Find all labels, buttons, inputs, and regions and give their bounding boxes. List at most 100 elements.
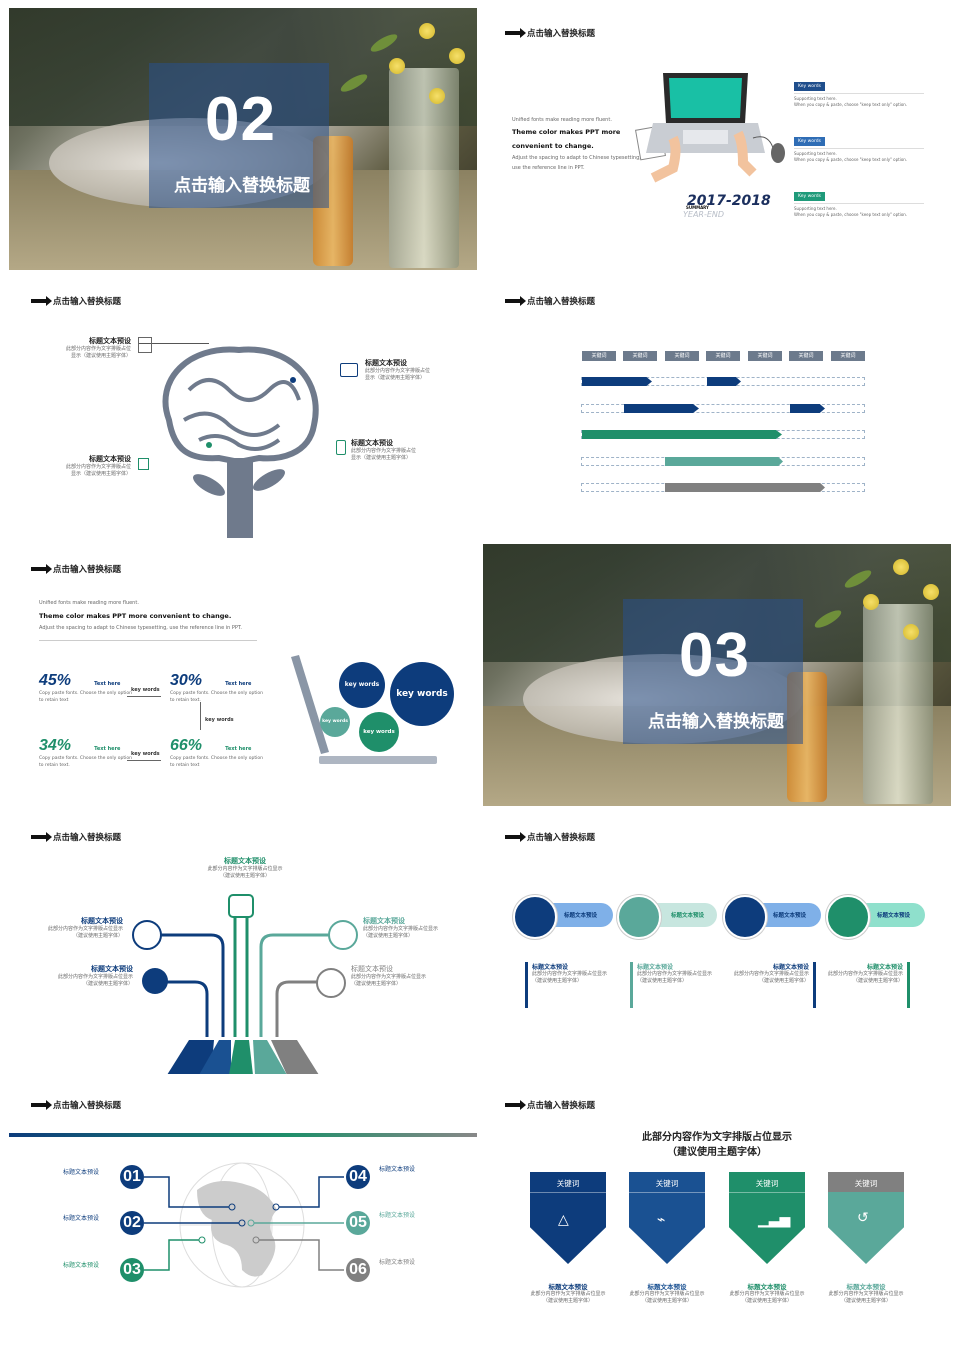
chip-7: 关键词 <box>831 351 865 361</box>
slide-heading: 点击输入替换标题 <box>505 27 595 39</box>
flow-arrow-c <box>127 760 161 761</box>
globe-connectors <box>144 1176 344 1271</box>
intro-line-2: Theme color makes PPT more convenient to… <box>39 612 232 620</box>
chart-icon: ⌁ <box>657 1212 666 1228</box>
slide-stats[interactable]: 点击输入替换标题 Unified fonts make reading more… <box>9 544 477 806</box>
kw-1-b2: When you copy & paste, choose "keep text… <box>794 102 908 107</box>
icon-circle-4 <box>316 968 346 998</box>
pill-3-label: 标题文本预设 <box>773 913 807 919</box>
title-overlay <box>623 599 803 744</box>
pill-1-label: 标题文本预设 <box>564 913 598 919</box>
arrow-icon <box>505 832 526 842</box>
slide-cards[interactable]: 点击输入替换标题 此部分内容作为文字排版占位显示 （建议使用主题字体） 关键词 … <box>483 1080 951 1342</box>
gantt-bar <box>624 404 699 413</box>
tree-lines <box>155 894 329 1074</box>
slide-heading: 点击输入替换标题 <box>31 1099 121 1111</box>
brain-line-1 <box>139 343 209 344</box>
label-05: 标题文本预设 <box>379 1212 416 1219</box>
chip-1: 关键词 <box>582 351 616 361</box>
bubble-2: key words <box>390 662 454 726</box>
right-item-2: 标题文本预设 此部分内容作为文字排版占位显示（建议使用主题字体） <box>351 965 427 987</box>
pill-2-label: 标题文本预设 <box>671 913 705 919</box>
heading-line-2: （建议使用主题字体） <box>667 1147 767 1158</box>
slide-heading: 点击输入替换标题 <box>505 295 595 307</box>
slide-laptop[interactable]: 点击输入替换标题 Unified fonts make reading more… <box>483 8 951 270</box>
card-1-text: 标题文本预设 此部分内容作为文字排版占位显示（建议使用主题字体） <box>530 1283 606 1304</box>
item-2: 标题文本预设 此部分内容作为文字排版占位显示（建议使用主题字体） <box>630 962 727 1008</box>
stat-4: 66% Text here Copy paste fonts. Choose t… <box>170 737 263 768</box>
bubble-3: key words <box>320 707 350 737</box>
kw-chip-2: Key words <box>794 137 825 146</box>
slide-heading: 点击输入替换标题 <box>31 563 121 575</box>
badge-04: 04 <box>346 1165 370 1189</box>
label-02: 标题文本预设 <box>63 1215 100 1222</box>
kw-1-b1: Supporting text here. <box>794 96 837 101</box>
slide-gantt[interactable]: 点击输入替换标题 关键词 关键词 关键词 关键词 关键词 关键词 关键词 <box>483 276 951 538</box>
slide-pills[interactable]: 点击输入替换标题 标题文本预设 标题文本预设 标题文本预设 标题文本预设 标题文… <box>483 812 951 1074</box>
heading-line-1: 此部分内容作为文字排版占位显示 <box>642 1132 792 1143</box>
kw-2-b2: When you copy & paste, choose "keep text… <box>794 157 908 162</box>
gantt-bar <box>582 430 782 439</box>
divider <box>39 640 257 641</box>
badge-01: 01 <box>120 1165 144 1189</box>
slide-heading: 点击输入替换标题 <box>505 831 595 843</box>
slide-heading: 点击输入替换标题 <box>505 1099 595 1111</box>
arrow-icon <box>505 296 526 306</box>
gantt-bar <box>707 377 741 386</box>
flow-label-a: key words <box>131 687 160 693</box>
cup-icon <box>138 458 149 470</box>
card-2-divider <box>629 1192 705 1193</box>
card-1-divider <box>530 1192 606 1193</box>
gantt-row-2 <box>581 404 865 413</box>
phone-icon <box>336 440 346 455</box>
icon-circle-2 <box>328 920 358 950</box>
label-04: 标题文本预设 <box>379 1166 416 1173</box>
triangle-icon: △ <box>558 1212 569 1228</box>
yearend-label: YEAR-END <box>683 210 725 219</box>
brain-item-3: 标题文本预设 此部分内容作为文字排版占位显示（建议使用主题字体） <box>65 455 131 477</box>
top-item: 标题文本预设 此部分内容作为文字排版占位显示（建议使用主题字体） <box>207 857 283 879</box>
icon-circle-1 <box>132 920 162 950</box>
intro-line-3: Adjust the spacing to adapt to Chinese t… <box>39 625 242 631</box>
brain-item-2: 标题文本预设 此部分内容作为文字排版占位显示（建议使用主题字体） <box>365 359 431 381</box>
summary-label: SUMMARY <box>686 205 709 210</box>
intro-line-4: Adjust the spacing to adapt to Chinese t… <box>512 155 641 161</box>
globe-icon <box>179 1162 305 1288</box>
kw-2-b1: Supporting text here. <box>794 151 837 156</box>
brain-tree-illustration <box>162 346 319 538</box>
label-01: 标题文本预设 <box>63 1169 100 1176</box>
gantt-bar <box>790 404 825 413</box>
slide-section-03[interactable]: 03 点击输入替换标题 <box>483 544 951 806</box>
card-1-kw: 关键词 <box>556 1179 580 1188</box>
left-item-2: 标题文本预设 此部分内容作为文字排版占位显示（建议使用主题字体） <box>57 965 133 987</box>
card-2-text: 标题文本预设 此部分内容作为文字排版占位显示（建议使用主题字体） <box>629 1283 705 1304</box>
gantt-bar <box>665 483 825 492</box>
kw-block-2: Key words Supporting text here. When you… <box>794 127 924 163</box>
bubble-4: key words <box>359 712 399 752</box>
kw-chip-1: Key words <box>794 82 825 91</box>
chip-5: 关键词 <box>748 351 782 361</box>
card-3-kw: 关键词 <box>755 1179 779 1188</box>
slide-tree[interactable]: 点击输入替换标题 标题文本预设 此部分内容作为文字排版占位显示（建议使用主题字体… <box>9 812 477 1074</box>
year-range: 2017-2018 <box>687 193 771 209</box>
arrow-icon <box>31 832 52 842</box>
badge-06: 06 <box>346 1258 370 1282</box>
intro-line-1: Unified fonts make reading more fluent. <box>39 600 139 606</box>
section-number: 03 <box>679 621 750 690</box>
card-4-header <box>828 1172 904 1192</box>
chip-2: 关键词 <box>623 351 657 361</box>
item-3: 标题文本预设 此部分内容作为文字排版占位显示（建议使用主题字体） <box>719 962 816 1008</box>
card-4-kw: 关键词 <box>854 1179 878 1188</box>
arrow-icon <box>505 1100 526 1110</box>
arrow-icon <box>505 28 526 38</box>
slide-section-02[interactable]: 02 点击输入替换标题 <box>9 8 477 270</box>
icon-circle-3 <box>142 968 168 994</box>
card-4-text: 标题文本预设 此部分内容作为文字排版占位显示（建议使用主题字体） <box>828 1283 904 1304</box>
slide-globe[interactable]: 点击输入替换标题 01 02 03 04 05 06 标题文本预设 标题文本预设… <box>9 1080 477 1342</box>
bar-chart-icon: ▁▃▅ <box>758 1212 791 1228</box>
stat-3: 34% Text here Copy paste fonts. Choose t… <box>39 737 132 768</box>
tablet-outline <box>291 655 437 764</box>
slide-brain[interactable]: 点击输入替换标题 标题文本预设 此部分内容作为文字排版占位显示（建议使用主题字体… <box>9 276 477 538</box>
flow-arrow-b <box>200 702 201 730</box>
card-2-kw: 关键词 <box>655 1179 679 1188</box>
